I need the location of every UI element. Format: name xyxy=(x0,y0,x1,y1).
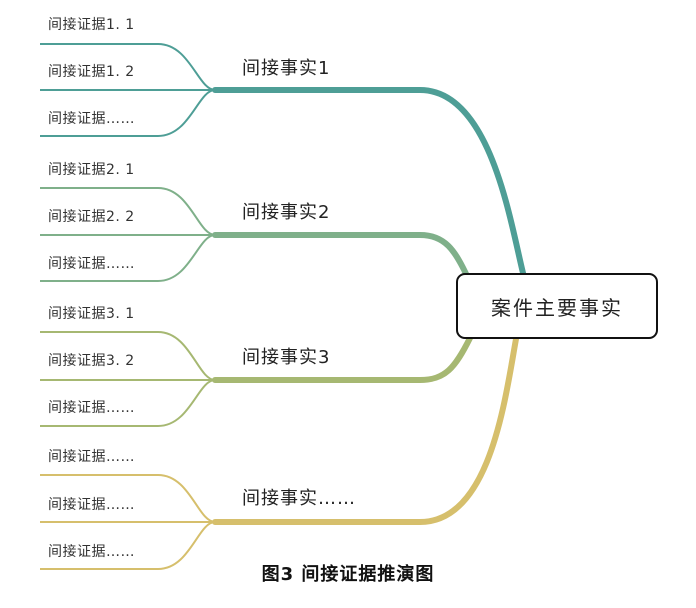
twig-1-1 xyxy=(40,43,216,91)
leaf-4-3: 间接证据…… xyxy=(48,544,135,560)
twig-2-1 xyxy=(40,187,216,236)
branch-3 xyxy=(212,335,473,383)
twig-4-1 xyxy=(40,474,216,523)
twig-1-3 xyxy=(40,89,216,137)
leaf-4-1: 间接证据…… xyxy=(48,449,135,465)
leaf-2-3: 间接证据…… xyxy=(48,256,135,272)
leaf-1-3: 间接证据…… xyxy=(48,111,135,127)
leaf-1-1: 间接证据1. 1 xyxy=(48,17,135,33)
branch-1 xyxy=(212,87,526,276)
leaf-1-2: 间接证据1. 2 xyxy=(48,64,135,80)
root-node: 案件主要事实 xyxy=(456,273,658,339)
twig-3-1 xyxy=(40,331,216,381)
twig-2-3 xyxy=(40,234,216,282)
branch-2 xyxy=(212,232,471,281)
fact-1: 间接事实1 xyxy=(242,58,331,79)
leaf-3-3: 间接证据…… xyxy=(48,400,135,416)
fact-3: 间接事实3 xyxy=(242,347,331,368)
leaf-3-1: 间接证据3. 1 xyxy=(48,306,135,322)
leaf-2-2: 间接证据2. 2 xyxy=(48,209,135,225)
root-label: 案件主要事实 xyxy=(491,295,623,320)
figure-caption: 图3 间接证据推演图 xyxy=(261,564,435,585)
twig-4-3 xyxy=(40,521,216,570)
twig-3-3 xyxy=(40,379,216,427)
leaf-2-1: 间接证据2. 1 xyxy=(48,162,135,178)
branch-4 xyxy=(212,336,519,525)
fact-4: 间接事实…… xyxy=(242,488,356,509)
leaf-3-2: 间接证据3. 2 xyxy=(48,353,135,369)
fact-2: 间接事实2 xyxy=(242,202,331,223)
leaf-4-2: 间接证据…… xyxy=(48,497,135,513)
